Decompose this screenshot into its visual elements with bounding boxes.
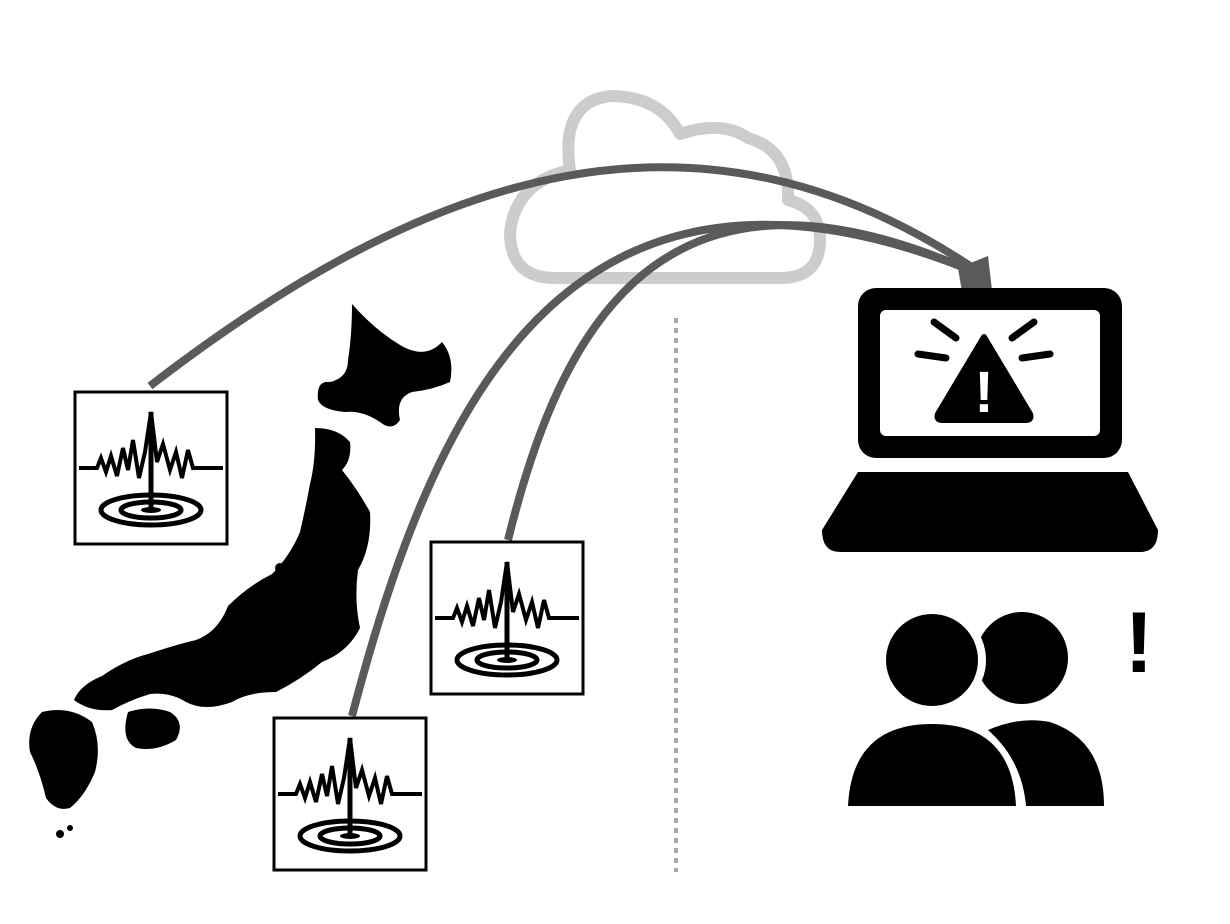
arc-sensor-center — [504, 221, 980, 541]
warning-triangle-icon: ! — [914, 318, 1054, 425]
sensor-north — [75, 392, 227, 544]
seismograph-sensor-icon — [274, 718, 426, 870]
arrow-head-icon — [958, 256, 992, 292]
people-exclamation: ! — [1125, 595, 1154, 691]
seismograph-sensor-icon — [75, 392, 227, 544]
alert-exclamation: ! — [974, 360, 993, 425]
seismograph-sensor-icon — [431, 542, 583, 694]
arc-sensor-north — [147, 163, 985, 390]
cloud-icon — [504, 90, 826, 284]
sensor-center — [431, 542, 583, 694]
people-icon — [840, 606, 1104, 808]
japan-map-icon — [29, 304, 452, 838]
sensor-south — [274, 718, 426, 870]
connection-arcs — [147, 163, 985, 718]
